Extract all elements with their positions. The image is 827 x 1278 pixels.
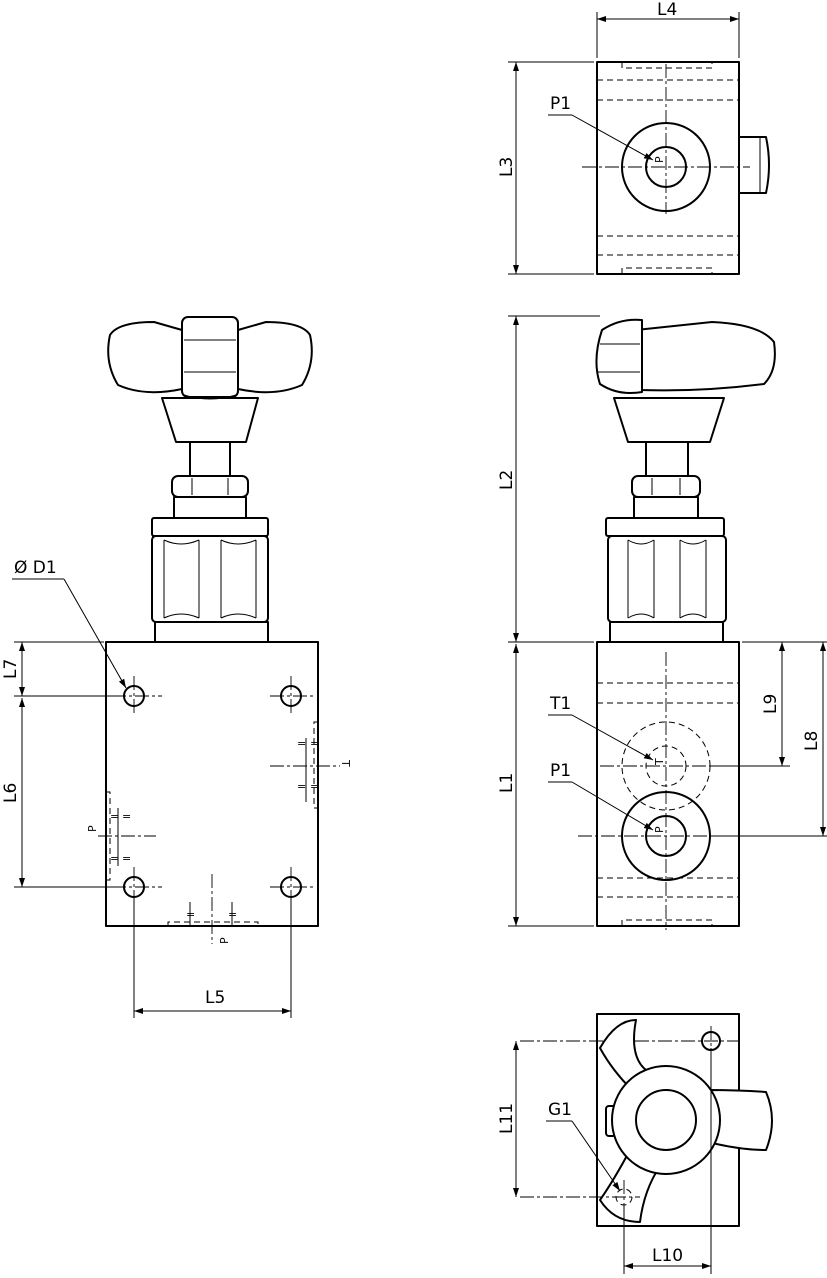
side-hex-nut [607, 535, 727, 623]
dim-l10: L10 [652, 1246, 683, 1266]
svg-text:=: = [186, 908, 195, 921]
top-port-mark: P [653, 156, 666, 163]
dim-l2: L2 [497, 470, 517, 490]
bottom-view [520, 1013, 773, 1227]
side-port-p-mark: P [653, 826, 666, 833]
dim-l3: L3 [497, 157, 517, 177]
svg-text:=: = [110, 852, 119, 865]
side-stem [645, 441, 689, 477]
front-handle-wing-left [107, 321, 183, 394]
dim-l4: L4 [657, 0, 677, 20]
label-g1: G1 [548, 1100, 572, 1120]
dim-l7: L7 [1, 659, 21, 679]
front-handle-grip [181, 316, 239, 398]
svg-text:=: = [310, 737, 319, 750]
side-view-body [596, 641, 740, 927]
label-d1: Ø D1 [14, 558, 57, 578]
dim-l1: L1 [497, 773, 517, 793]
mounting-holes [112, 676, 316, 907]
svg-text:=: = [110, 810, 119, 823]
svg-text:=: = [297, 780, 306, 793]
front-port-t-mark: T [339, 759, 352, 767]
svg-text:=: = [297, 737, 306, 750]
front-stem [189, 441, 231, 477]
label-p1-top: P1 [550, 94, 571, 114]
side-handle-wing [635, 321, 776, 392]
bottom-handle-hub [611, 1065, 721, 1175]
label-t1: T1 [549, 694, 571, 714]
side-port-t-mark: T [653, 758, 666, 766]
svg-text:=: = [310, 780, 319, 793]
svg-text:=: = [122, 852, 131, 865]
label-p1-side: P1 [550, 761, 571, 781]
dim-l6: L6 [1, 783, 21, 803]
front-lock-nut [171, 475, 249, 498]
front-handle-wing-right [237, 321, 313, 394]
front-port-p-mark-bottom: P [218, 937, 231, 944]
side-port-p1 [645, 815, 687, 857]
front-port-p-mark-left: P [86, 825, 99, 832]
top-view: P [582, 61, 770, 275]
bottom-handle-bore [635, 1089, 697, 1151]
top-view-body [596, 61, 740, 275]
svg-text:=: = [122, 810, 131, 823]
front-view: == == T == == P == P [86, 316, 352, 944]
dim-l9: L9 [761, 694, 781, 714]
front-hex-nut [151, 535, 269, 623]
dim-l8: L8 [802, 731, 822, 751]
side-lock-nut [631, 475, 701, 498]
svg-text:=: = [228, 908, 237, 921]
top-view-knob-edge [739, 136, 770, 194]
side-view: T P [578, 318, 776, 930]
dim-l5: L5 [205, 988, 225, 1008]
dim-l11: L11 [497, 1103, 517, 1134]
bottom-handle-wing-right [707, 1089, 773, 1151]
side-handle-grip [595, 318, 643, 394]
